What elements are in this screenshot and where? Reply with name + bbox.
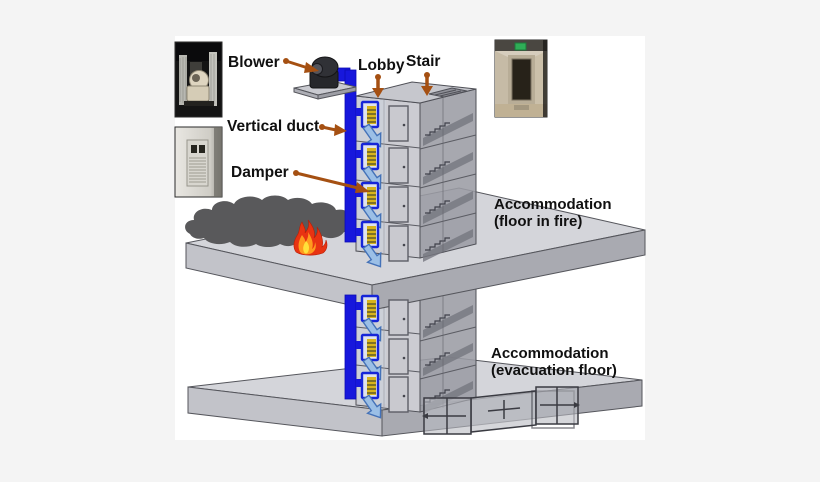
fire-floor-annotation-line2: (floor in fire) xyxy=(494,213,582,230)
stair-label: Stair xyxy=(406,53,440,70)
floor-unit xyxy=(356,220,388,272)
floor-unit xyxy=(356,142,388,194)
damper-label: Damper xyxy=(231,164,289,181)
floor-unit xyxy=(356,371,388,423)
evacuation-floor-annotation-line2: (evacuation floor) xyxy=(491,362,617,379)
roof-stair-exit xyxy=(428,87,468,98)
door xyxy=(388,105,409,142)
blower-unit xyxy=(293,56,357,100)
evacuation-floor-annotation-line1: Accommodation xyxy=(491,345,609,362)
evacuation-floor-annotation: Accommodation (evacuation floor) xyxy=(491,345,617,379)
floor-unit xyxy=(356,100,388,152)
door xyxy=(388,376,409,413)
vertical-duct-arrow xyxy=(319,124,347,136)
lobby-arrow xyxy=(372,74,384,98)
leader-arrows xyxy=(283,58,433,193)
entrance-door-left xyxy=(422,397,472,435)
fire-floor-annotation: Accommodation (floor in fire) xyxy=(494,196,612,230)
roof-face xyxy=(355,81,477,104)
blower-arrow xyxy=(283,58,319,73)
door xyxy=(388,299,409,336)
stair-arrow xyxy=(421,72,433,96)
exit-sign xyxy=(514,42,527,51)
fire-floor-annotation-line1: Accommodation xyxy=(494,196,612,213)
floor-unit xyxy=(356,294,388,346)
entrance-door-right xyxy=(531,386,580,429)
blower-photo xyxy=(174,41,223,118)
damper-photo xyxy=(174,126,223,198)
ground-doors xyxy=(422,386,580,435)
vertical-duct-label: Vertical duct xyxy=(227,118,319,135)
lobby-doors xyxy=(388,105,409,413)
upper-stair-flights xyxy=(419,98,477,262)
blower-label: Blower xyxy=(228,54,280,71)
lobby-door xyxy=(511,58,532,101)
damper-arrow xyxy=(293,170,370,193)
fire-flames xyxy=(293,219,328,256)
lobby-photo xyxy=(494,39,548,118)
door xyxy=(388,147,409,184)
door xyxy=(388,338,409,375)
door xyxy=(388,186,409,223)
dampers xyxy=(356,100,388,423)
door-handles xyxy=(402,123,406,398)
floor-unit xyxy=(356,333,388,385)
door xyxy=(388,225,409,262)
lobby-label: Lobby xyxy=(358,57,405,74)
